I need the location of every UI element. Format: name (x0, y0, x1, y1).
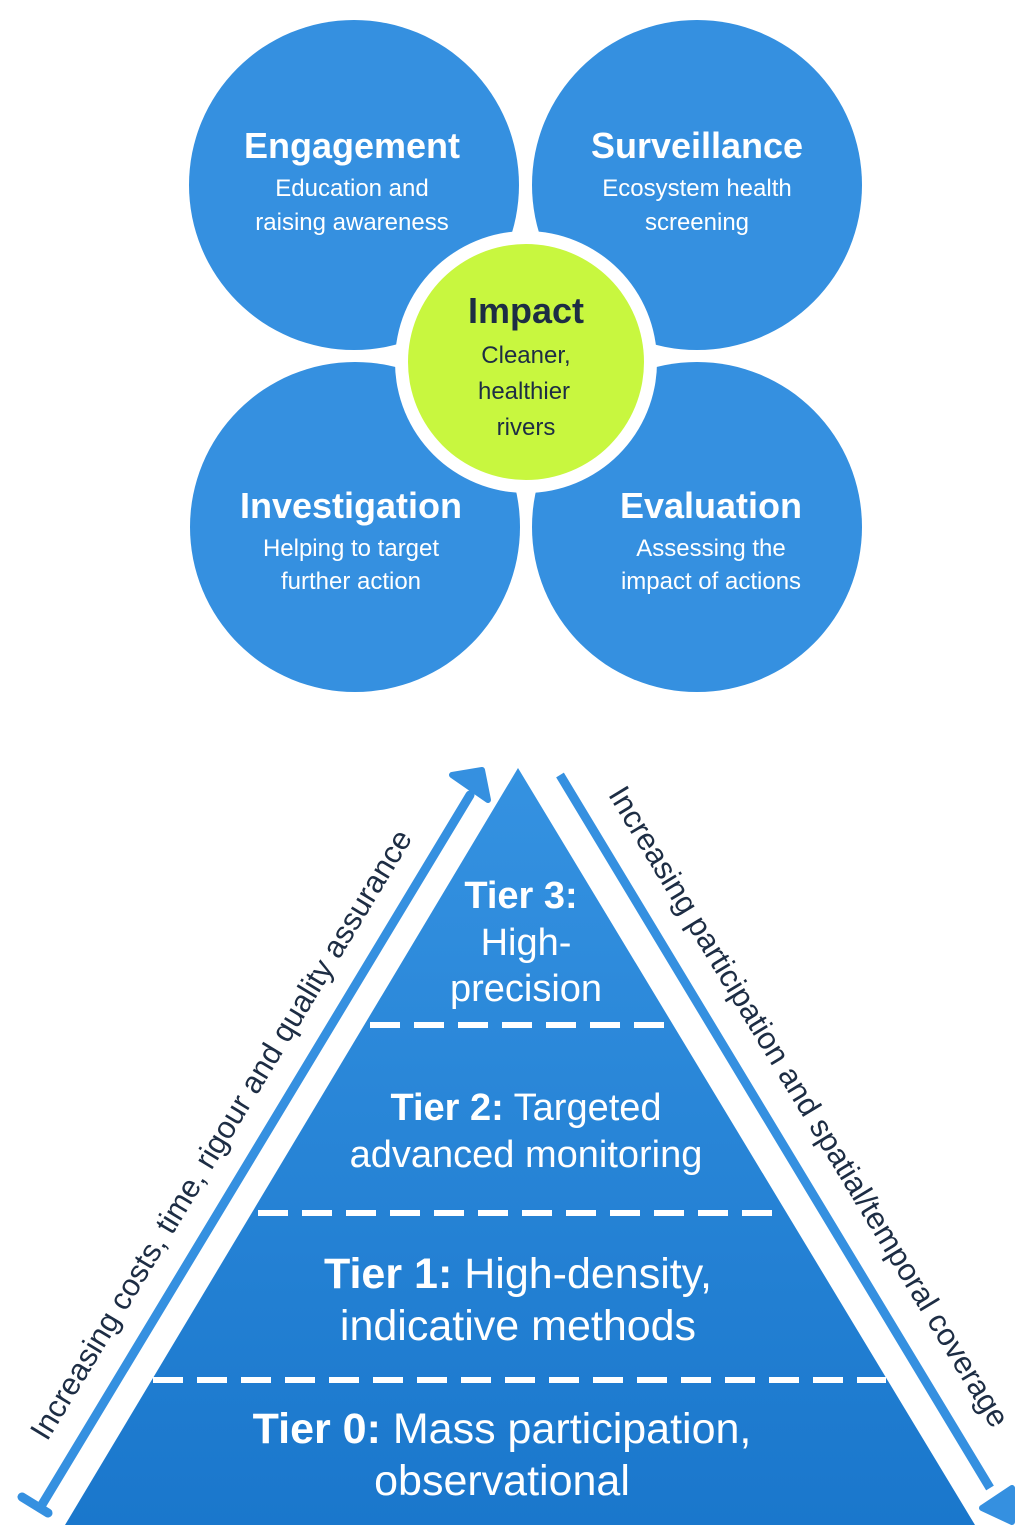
tier-dividers (153, 1022, 886, 1383)
pyramid (65, 768, 975, 1525)
tier-0: Tier 0: Mass participation, observationa… (253, 1405, 752, 1505)
circle-text: impact of actions (621, 568, 801, 595)
circle-text: screening (645, 209, 749, 236)
svg-text:Tier 1: High-density,: Tier 1: High-density, (324, 1250, 712, 1298)
tier-text: Mass participation, (393, 1405, 752, 1453)
tier-label: Tier 1: (324, 1250, 452, 1298)
circle-title: Surveillance (591, 125, 803, 166)
circle-title: Engagement (244, 125, 460, 166)
tier-text: observational (374, 1457, 630, 1505)
tier-3: Tier 3: High- precision (450, 875, 602, 1010)
circle-text: raising awareness (255, 209, 448, 236)
tier-text: precision (450, 968, 602, 1010)
circle-text: further action (281, 568, 421, 595)
tier-text: High-density, (464, 1250, 712, 1298)
svg-text:Tier 0: Mass participation,: Tier 0: Mass participation, (253, 1405, 752, 1453)
circle-text: Ecosystem health (602, 175, 791, 202)
circle-title: Evaluation (620, 485, 802, 526)
circle-text: Helping to target (263, 535, 439, 562)
center-text: Cleaner, (481, 342, 570, 369)
center-text: rivers (497, 414, 556, 441)
left-arrow (17, 767, 491, 1518)
tier-2: Tier 2: Targeted advanced monitoring (350, 1087, 703, 1176)
center-title: Impact (468, 290, 584, 331)
tier-1: Tier 1: High-density, indicative methods (324, 1250, 712, 1350)
tier-text: Targeted (514, 1087, 662, 1129)
center-text: healthier (478, 378, 570, 405)
tier-text: indicative methods (340, 1302, 696, 1350)
circle-text: Education and (275, 175, 428, 202)
right-arrow (556, 772, 1015, 1525)
tier-text: High- (481, 922, 572, 964)
svg-text:Tier 2: Targeted: Tier 2: Targeted (390, 1087, 661, 1129)
tier-label: Tier 3: (464, 875, 577, 917)
tier-label: Tier 0: (253, 1405, 381, 1453)
tier-label: Tier 2: (390, 1087, 503, 1129)
tier-text: advanced monitoring (350, 1134, 703, 1176)
circle-impact: Impact Cleaner, healthier rivers (395, 231, 657, 493)
circle-title: Investigation (240, 485, 462, 526)
circle-text: Assessing the (636, 535, 785, 562)
